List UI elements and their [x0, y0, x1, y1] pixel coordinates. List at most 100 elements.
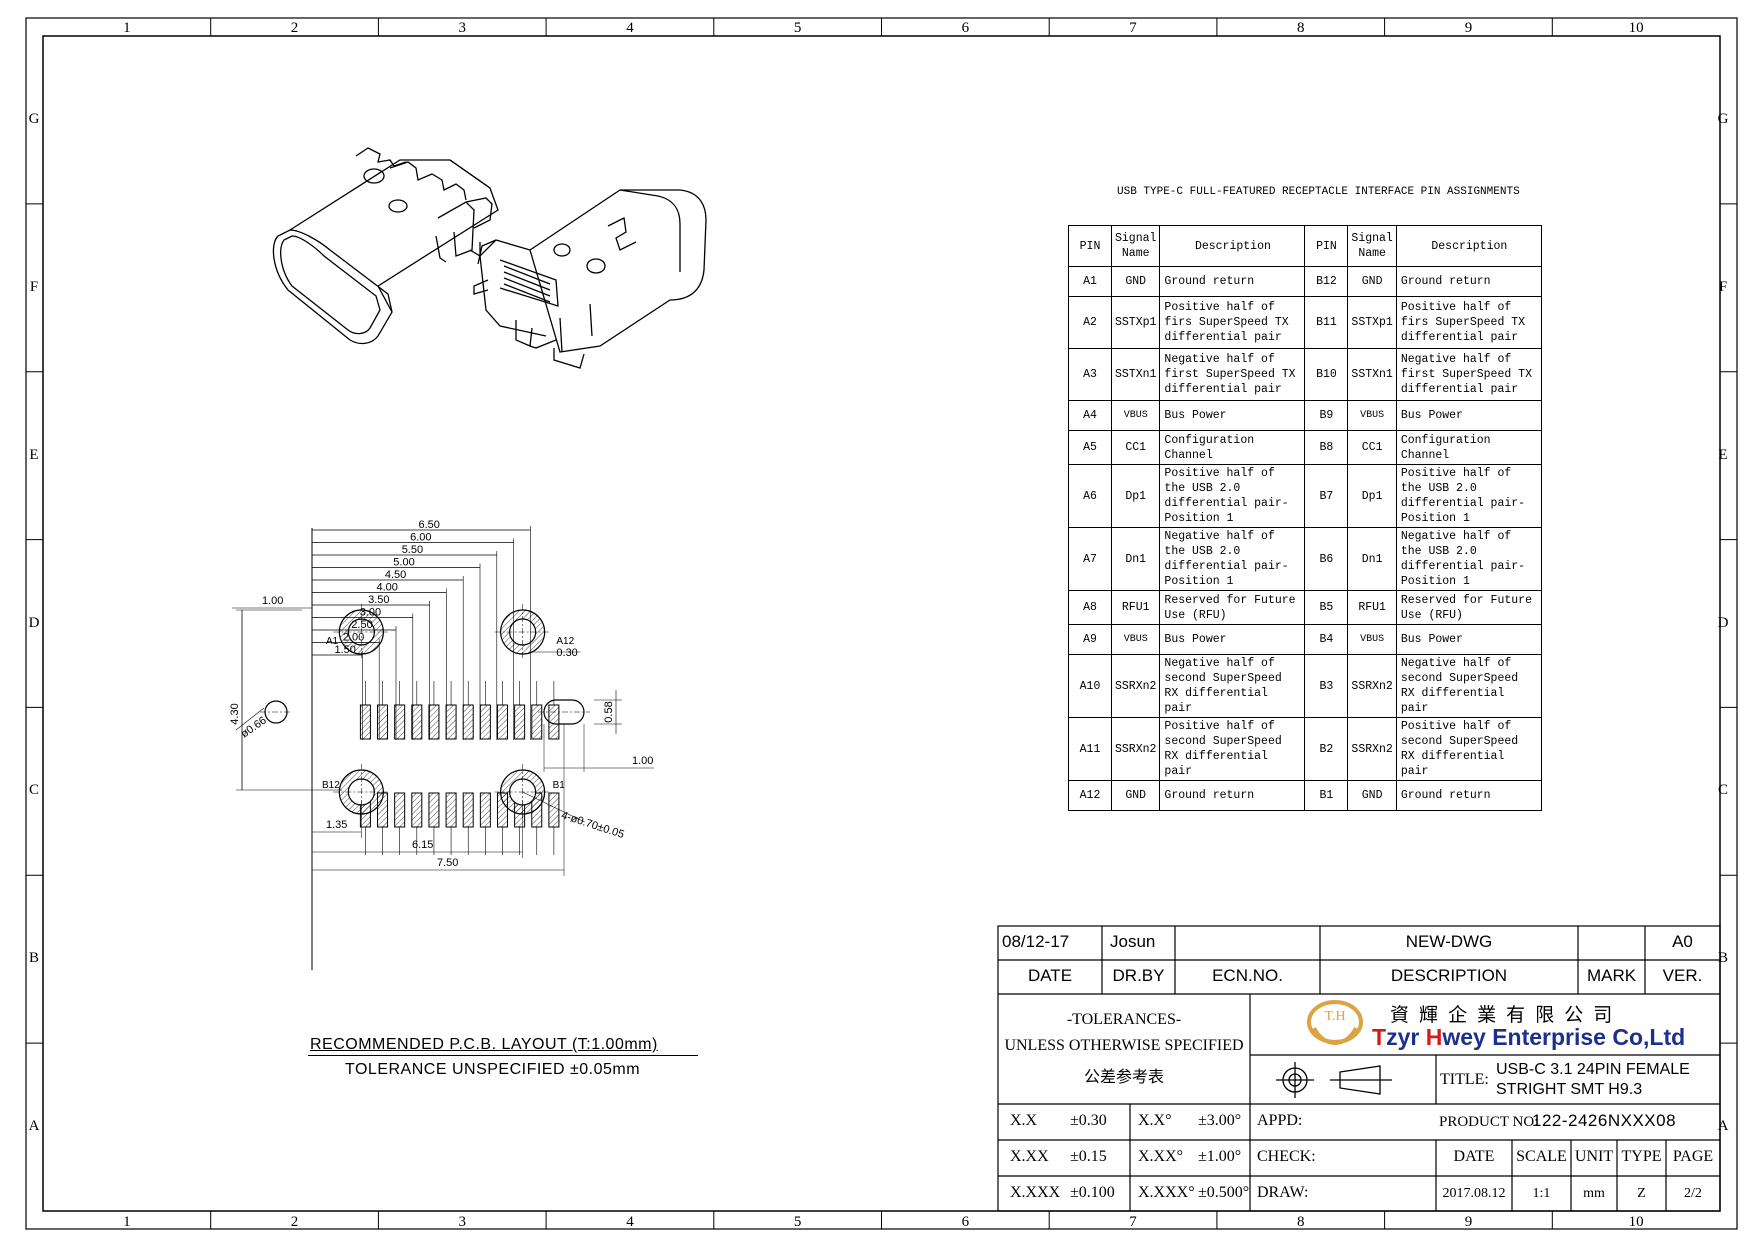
info-type: Z — [1637, 1186, 1646, 1201]
tolerance-subheading: UNLESS OTHERWISE SPECIFIED — [1004, 1037, 1244, 1054]
pin-number: A12 — [1068, 780, 1112, 811]
info-header-date: DATE — [1453, 1148, 1495, 1165]
signal-name: SSRXn2 — [1347, 717, 1397, 781]
signoff-label: DRAW: — [1257, 1184, 1309, 1201]
product-label: PRODUCT NO: — [1439, 1114, 1539, 1130]
pin-number: B4 — [1304, 624, 1349, 655]
company-logo: T.H — [1307, 1000, 1363, 1045]
zone-row-label: B — [1717, 950, 1728, 967]
tol-value: ±0.30 — [1070, 1112, 1107, 1129]
rev-drawn-by: Josun — [1110, 932, 1156, 951]
title-line2: STRIGHT SMT H9.3 — [1496, 1081, 1643, 1098]
zone-column-label: 6 — [961, 20, 970, 36]
pin-number: B3 — [1304, 654, 1349, 718]
zone-column-label: 10 — [1628, 1214, 1644, 1230]
rev-date: 08/12-17 — [1002, 932, 1070, 951]
dimension-label: 1.00 — [262, 595, 283, 607]
signal-name: Dn1 — [1347, 527, 1397, 591]
tol-value: ±0.15 — [1070, 1148, 1107, 1165]
projection-symbol — [1276, 1062, 1392, 1098]
company-english-name: Tzyr Hwey Enterprise Co,Ltd — [1372, 1024, 1685, 1051]
rev-header-version: VER. — [1662, 966, 1703, 985]
pcb-note-tolerance: TOLERANCE UNSPECIFIED ±0.05mm — [345, 1061, 641, 1078]
pin-description: Ground return — [1395, 780, 1542, 811]
dimension-label: 6.00 — [410, 532, 431, 544]
dimension-label: 1.35 — [326, 819, 347, 831]
zone-row-label: A — [28, 1118, 40, 1135]
dimension-label: 4.30 — [229, 703, 241, 724]
title-line1: USB-C 3.1 24PIN FEMALE — [1496, 1061, 1690, 1078]
dimension-label: 5.00 — [393, 557, 414, 569]
pin-description: Reserved for Future Use (RFU) — [1159, 590, 1306, 625]
rev-header-mark: MARK — [1586, 966, 1637, 985]
zone-column-label: 5 — [793, 20, 802, 36]
company-chinese-name: 資 輝 企 業 有 限 公 司 — [1390, 1004, 1615, 1026]
pin-number: A7 — [1068, 527, 1112, 591]
signoff-label: APPD: — [1257, 1112, 1303, 1129]
zone-column-label: 5 — [793, 1214, 802, 1230]
header-signal-line1: Signal — [1115, 232, 1157, 245]
pin-table-title: USB TYPE-C FULL-FEATURED RECEPTACLE INTE… — [1117, 186, 1520, 198]
header-desc-a: Description — [1159, 225, 1306, 267]
zone-row-label: E — [1718, 446, 1728, 463]
pin-description: Negative half of second SuperSpeed RX di… — [1159, 654, 1306, 718]
pin-description: Bus Power — [1395, 624, 1542, 655]
pin-description: Positive half of the USB 2.0 differentia… — [1159, 464, 1306, 528]
zone-column-label: 7 — [1129, 1214, 1137, 1230]
info-header-page: PAGE — [1672, 1148, 1714, 1165]
zone-row-label: E — [29, 446, 39, 463]
zone-row-label: F — [29, 278, 39, 295]
pin-description: Configuration Channel — [1159, 430, 1306, 465]
signal-name: GND — [1110, 266, 1161, 297]
signal-name: CC1 — [1110, 430, 1161, 465]
pin-description: Negative half of the USB 2.0 differentia… — [1159, 527, 1306, 591]
tol-angle-format: X.X° — [1138, 1112, 1172, 1129]
pin-number: A2 — [1068, 296, 1112, 349]
tol-value: ±0.100 — [1070, 1184, 1115, 1201]
zone-row-label: G — [28, 110, 40, 127]
signal-name: Dp1 — [1347, 464, 1397, 528]
zone-column-label: 7 — [1129, 20, 1137, 36]
signal-name: VBUS — [1347, 624, 1397, 655]
signal-name: RFU1 — [1347, 590, 1397, 625]
signal-name: Dn1 — [1110, 527, 1161, 591]
zone-row-label: A — [1717, 1118, 1729, 1135]
company-name-h: H — [1425, 1024, 1443, 1050]
zone-column-label: 3 — [458, 20, 467, 36]
zone-column-label: 9 — [1464, 1214, 1473, 1230]
pin-description: Negative half of second SuperSpeed RX di… — [1395, 654, 1542, 718]
zone-column-label: 3 — [458, 1214, 467, 1230]
pin-number: A6 — [1068, 464, 1112, 528]
tolerance-heading: -TOLERANCES- — [1066, 1011, 1182, 1028]
signal-name: SSTXn1 — [1347, 348, 1397, 401]
company-name-zyr: zyr — [1386, 1024, 1426, 1050]
dimension-label: 1.00 — [632, 755, 653, 767]
info-date: 2017.08.12 — [1442, 1186, 1506, 1201]
info-page: 2/2 — [1684, 1186, 1702, 1201]
pin-number: A10 — [1068, 654, 1112, 718]
tolerance-chinese: 公差参考表 — [1083, 1067, 1164, 1086]
header-signal-line2: Name — [1358, 247, 1386, 260]
pin-description: Positive half of the USB 2.0 differentia… — [1395, 464, 1542, 528]
pin-number: B7 — [1304, 464, 1349, 528]
rev-header-date: DATE — [1027, 966, 1073, 985]
tol-angle-format: X.XXX° — [1138, 1184, 1195, 1201]
company-name-t: T — [1372, 1024, 1387, 1050]
title-label: TITLE: — [1440, 1071, 1489, 1088]
pcb-note-rule — [308, 1055, 698, 1056]
pin-number: B2 — [1304, 717, 1349, 781]
pin-number: B11 — [1304, 296, 1349, 349]
zone-column-label: 4 — [626, 20, 634, 36]
rev-header-description: DESCRIPTION — [1390, 966, 1508, 985]
dimension-label: 4.50 — [385, 569, 406, 581]
zone-column-label: 1 — [123, 20, 131, 36]
